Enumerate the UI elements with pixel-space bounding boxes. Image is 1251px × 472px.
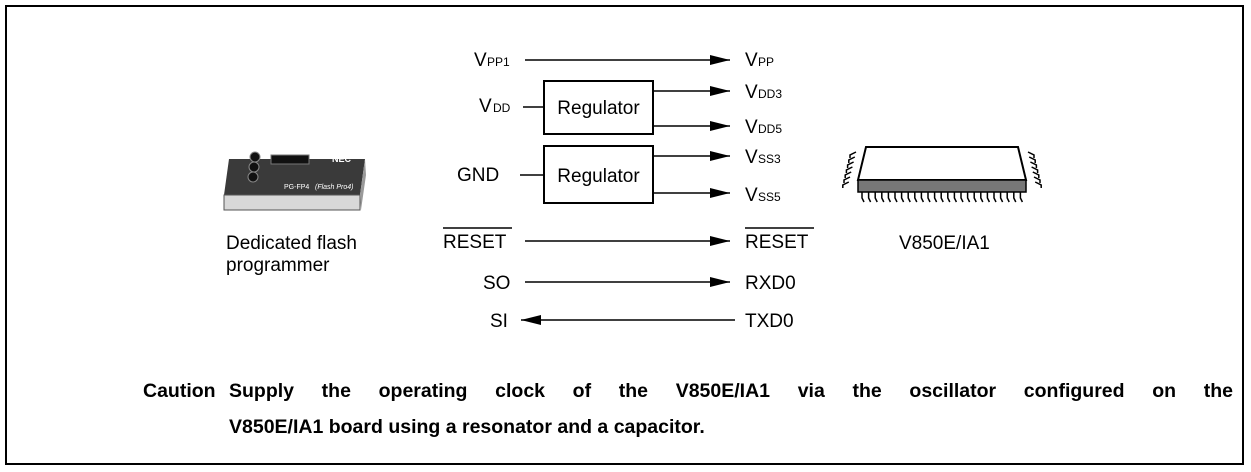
chip-pin: [941, 192, 943, 202]
chip-caption: V850E/IA1: [899, 233, 990, 255]
signal-vpp: V PP1 V PP: [474, 50, 774, 71]
label-reset-right: RESET: [745, 232, 809, 253]
label-vdd3-main: V: [745, 82, 758, 103]
chip-pin: [1014, 192, 1016, 202]
chip-pin: [1007, 192, 1009, 202]
chip-pin: [928, 192, 930, 202]
label-vdd3-sub: DD3: [758, 87, 782, 101]
label-vss5-main: V: [745, 185, 758, 206]
signal-so: SO RXD0: [483, 273, 796, 294]
chip-pin: [902, 192, 904, 202]
label-vdd-sub: DD: [493, 101, 511, 115]
flash-programmer-icon: NEC PG-FP4 (Flash Pro4): [224, 152, 366, 210]
programmer-caption: Dedicated flash programmer: [226, 233, 357, 277]
label-vdd5-sub: DD5: [758, 122, 782, 136]
programmer-brand: NEC: [332, 154, 352, 164]
signal-si: SI TXD0: [490, 311, 794, 332]
chip-pin: [908, 192, 910, 202]
label-vpp1-sub: PP1: [487, 55, 510, 69]
caution-text-line1: Supply the operating clock of the V850E/…: [229, 380, 1233, 403]
label-vss3-main: V: [745, 147, 758, 168]
label-rxd0: RXD0: [745, 273, 796, 294]
chip-pin: [954, 192, 956, 202]
signal-reset: RESET RESET: [443, 228, 814, 253]
chip-pin: [882, 192, 884, 202]
label-vss3-sub: SS3: [758, 152, 781, 166]
chip-pin: [875, 192, 877, 202]
chip-pin: [862, 192, 864, 202]
programmer-caption-line1: Dedicated flash: [226, 233, 357, 255]
chip-pin: [895, 192, 897, 202]
label-vss5-sub: SS5: [758, 190, 781, 204]
signal-gnd: GND Regulator V SS3 V SS5: [457, 146, 781, 206]
label-vpp-main: V: [745, 50, 758, 71]
chip-pin: [948, 192, 950, 202]
label-vpp-sub: PP: [758, 55, 774, 69]
label-vdd5-main: V: [745, 117, 758, 138]
regulator-label-gnd: Regulator: [557, 166, 640, 187]
caution-label: Caution: [143, 380, 216, 403]
chip-pin: [961, 192, 963, 202]
label-vpp1-main: V: [474, 50, 487, 71]
chip-pin: [994, 192, 996, 202]
chip-pin: [1020, 192, 1022, 202]
chip-pin: [987, 192, 989, 202]
label-gnd: GND: [457, 165, 499, 186]
chip-pin: [921, 192, 923, 202]
chip-pin: [974, 192, 976, 202]
programmer-model-sub: (Flash Pro4): [315, 184, 354, 191]
signal-vdd: V DD Regulator V DD3 V DD5: [479, 81, 782, 138]
chip-pin: [968, 192, 970, 202]
chip-pin: [915, 192, 917, 202]
chip-pin: [935, 192, 937, 202]
programmer-caption-line2: programmer: [226, 255, 357, 277]
programmer-model: PG-FP4: [284, 184, 309, 191]
label-vdd-main: V: [479, 96, 492, 117]
chip-pin: [1001, 192, 1003, 202]
chip-pin: [981, 192, 983, 202]
chip-pin: [888, 192, 890, 202]
chip-pin: [869, 192, 871, 202]
label-so: SO: [483, 273, 510, 294]
label-reset-left: RESET: [443, 232, 507, 253]
label-si: SI: [490, 311, 508, 332]
caution-text-line2: V850E/IA1 board using a resonator and a …: [229, 416, 705, 439]
v850-chip-icon: [843, 147, 1041, 202]
regulator-label-vdd: Regulator: [557, 98, 640, 119]
label-txd0: TXD0: [745, 311, 794, 332]
